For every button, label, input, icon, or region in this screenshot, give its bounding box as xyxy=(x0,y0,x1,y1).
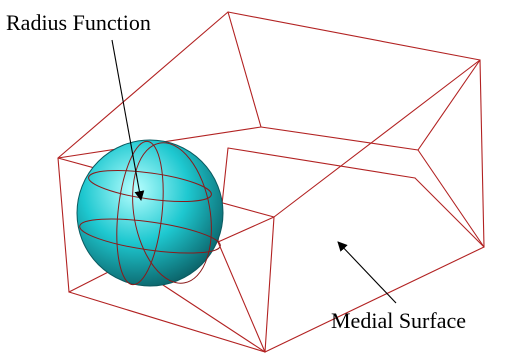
sphere-grid xyxy=(79,140,221,286)
medial-ridge-end xyxy=(417,59,481,151)
radius-function-label: Radius Function xyxy=(6,10,151,35)
medial-edge xyxy=(414,177,485,248)
medial-ridge-end xyxy=(417,149,485,248)
medial-surface-arrow xyxy=(337,241,397,304)
medial-edge xyxy=(227,147,416,179)
medial-surface-label: Medial Surface xyxy=(331,308,466,333)
box-edge xyxy=(264,216,275,353)
medial-edge xyxy=(217,216,275,243)
radius-function-arrow xyxy=(111,39,145,201)
sphere-body xyxy=(76,139,224,287)
sphere-latitude-line xyxy=(88,170,212,202)
medial-edge xyxy=(217,241,266,353)
box-edge xyxy=(264,246,485,353)
medial-ridge xyxy=(260,126,419,151)
sphere-latitude-line xyxy=(79,218,221,254)
sphere-longitude-line xyxy=(132,142,212,284)
sphere xyxy=(76,139,224,287)
medial-ridge-end xyxy=(227,11,262,128)
box-edge xyxy=(273,59,481,218)
box-edge xyxy=(227,11,481,61)
box-edge xyxy=(68,291,266,353)
box-edge xyxy=(479,59,485,248)
sphere-longitude-line xyxy=(116,140,164,286)
box-edge xyxy=(57,11,229,159)
box-edge xyxy=(57,157,70,293)
